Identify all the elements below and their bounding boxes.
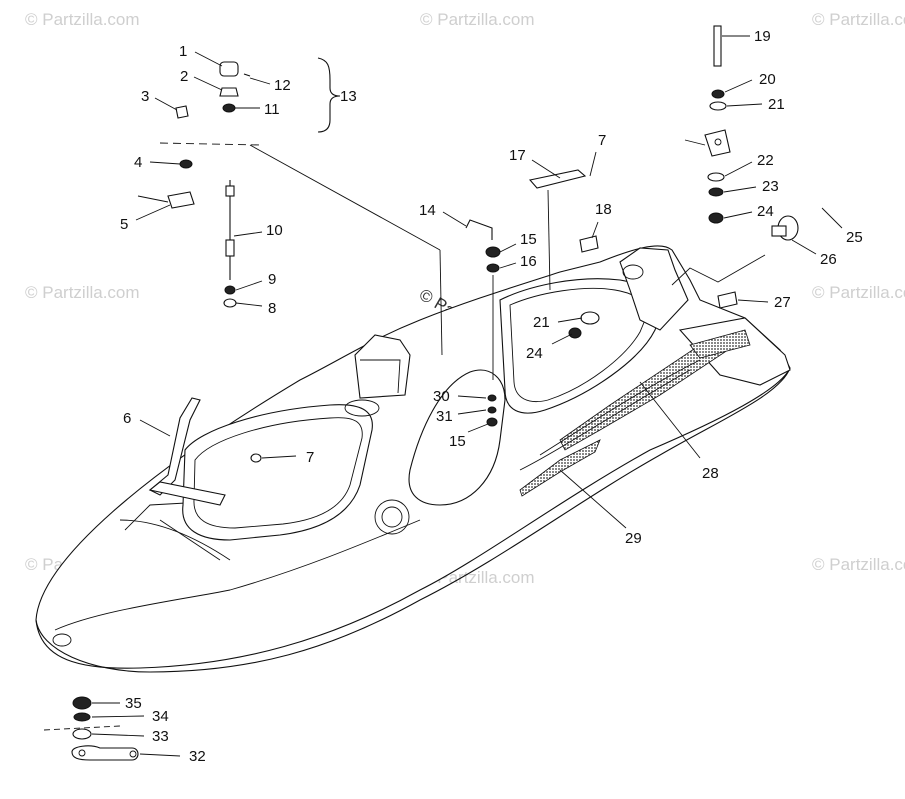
mat-rear (689, 329, 751, 359)
callout-11: 11 (264, 101, 280, 118)
callout-31: 31 (436, 408, 453, 425)
callout-15b: 15 (449, 433, 466, 450)
callout-22: 22 (757, 152, 774, 169)
callout-labels: 1 2 3 4 5 6 7 7 8 9 10 11 12 13 14 15 15… (120, 28, 863, 765)
callout-12: 12 (274, 77, 291, 94)
callout-34: 34 (152, 708, 169, 725)
leader-lines (91, 35, 843, 757)
mat-29 (519, 439, 601, 497)
watermark-text: © Partzilla.com (812, 555, 905, 574)
callout-21a: 21 (768, 96, 785, 113)
callout-2: 2 (180, 68, 188, 85)
callout-17: 17 (509, 147, 526, 164)
hull-body (35, 245, 791, 673)
callout-7b: 7 (598, 132, 606, 149)
callout-5: 5 (120, 216, 128, 233)
callout-16: 16 (520, 253, 537, 270)
callout-20: 20 (759, 71, 776, 88)
callout-4: 4 (134, 154, 142, 171)
callout-30: 30 (433, 388, 450, 405)
callout-32: 32 (189, 748, 206, 765)
callout-35: 35 (125, 695, 142, 712)
callout-27: 27 (774, 294, 791, 311)
callout-8: 8 (268, 300, 276, 317)
callout-14: 14 (419, 202, 436, 219)
watermark-text: © Partzilla.com (812, 10, 905, 29)
callout-24b: 24 (526, 345, 543, 362)
callout-6: 6 (123, 410, 131, 427)
callout-33: 33 (152, 728, 169, 745)
callout-28: 28 (702, 465, 719, 482)
watermark-text: © Partzilla.com (420, 10, 535, 29)
callout-10: 10 (266, 222, 283, 239)
callout-1: 1 (179, 43, 187, 60)
callout-21b: 21 (533, 314, 550, 331)
callout-13: 13 (340, 88, 357, 105)
callout-9: 9 (268, 271, 276, 288)
callout-26: 26 (820, 251, 837, 268)
hardware (43, 25, 799, 761)
callout-23: 23 (762, 178, 779, 195)
watermark-text: © Partzilla.com (25, 283, 140, 302)
watermark-text: © Partzilla.com (25, 10, 140, 29)
callout-25: 25 (846, 229, 863, 246)
callout-24a: 24 (757, 203, 774, 220)
callout-7a: 7 (306, 449, 314, 466)
callout-19: 19 (754, 28, 771, 45)
mat-28 (559, 334, 742, 451)
callout-3: 3 (141, 88, 149, 105)
callout-29: 29 (625, 530, 642, 547)
callout-15a: 15 (520, 231, 537, 248)
watermark-text: © Partzilla.com (812, 283, 905, 302)
callout-18: 18 (595, 201, 612, 218)
